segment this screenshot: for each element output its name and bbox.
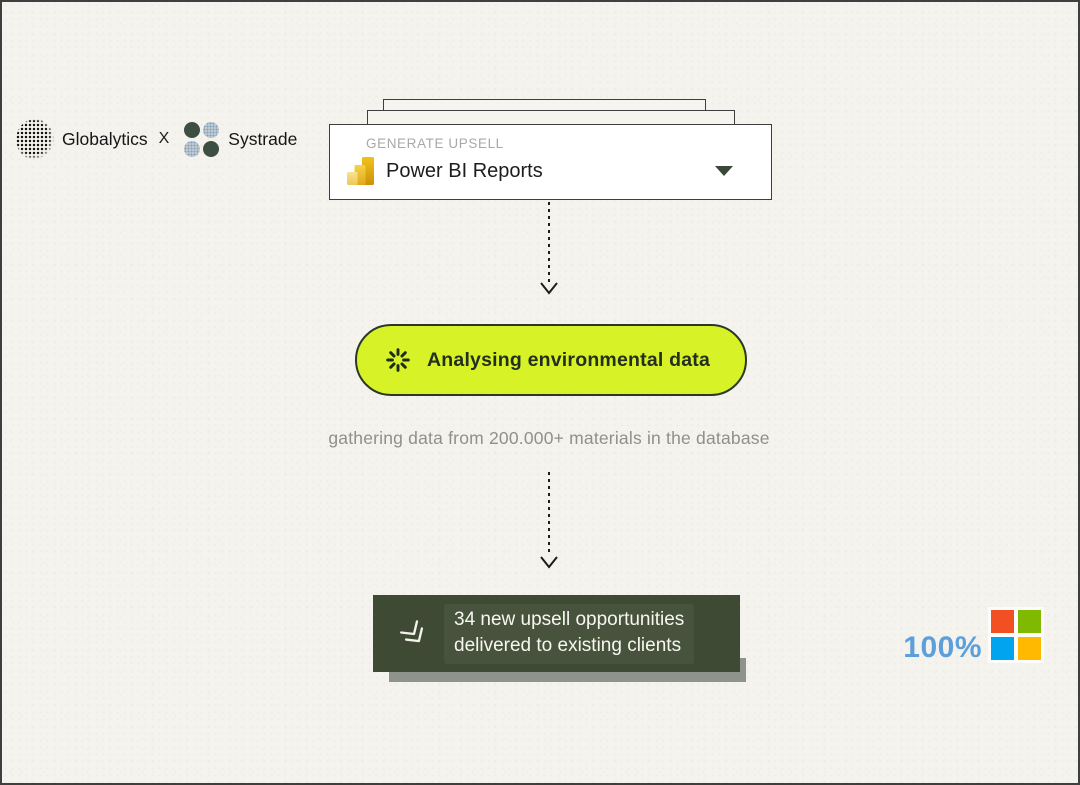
microsoft-square-green xyxy=(1018,610,1041,633)
dot-light-icon xyxy=(203,121,220,138)
flow-arrow-down-icon xyxy=(540,472,558,569)
result-message: 34 new upsell opportunities delivered to… xyxy=(444,603,695,664)
status-pill: Analysing environmental data xyxy=(355,324,747,396)
result-box: 34 new upsell opportunities delivered to… xyxy=(373,595,740,672)
dropdown-value-row[interactable]: Power BI Reports xyxy=(345,154,755,188)
spinner-icon xyxy=(386,348,410,372)
dot-dark-icon xyxy=(184,121,201,138)
brand-separator: X xyxy=(158,130,170,147)
brand-left-label: Globalytics xyxy=(62,128,148,149)
dot-dark-icon xyxy=(203,140,220,157)
microsoft-square-red xyxy=(991,610,1014,633)
double-check-icon xyxy=(400,619,424,642)
brand-header: Globalytics X Systrade xyxy=(16,116,297,162)
microsoft-square-blue xyxy=(991,637,1014,660)
dot-light-icon xyxy=(184,140,201,157)
dropdown-value: Power BI Reports xyxy=(386,159,543,182)
result-line-1: 34 new upsell opportunities xyxy=(454,608,685,630)
microsoft-square-yellow xyxy=(1018,637,1041,660)
caption-text: gathering data from 200.000+ materials i… xyxy=(328,428,770,448)
microsoft-logo-icon xyxy=(988,607,1044,663)
power-bi-icon xyxy=(347,157,374,185)
status-pill-label: Analysing environmental data xyxy=(427,348,710,371)
progress-percentage: 100% xyxy=(903,631,982,664)
systrade-dots-icon xyxy=(184,121,220,157)
dropdown-label: GENERATE UPSELL xyxy=(366,136,504,151)
chevron-down-icon[interactable] xyxy=(715,166,733,176)
flow-arrow-down-icon xyxy=(540,202,558,295)
brand-right-label: Systrade xyxy=(228,128,298,149)
result-line-2: delivered to existing clients xyxy=(454,634,682,656)
generate-upsell-dropdown[interactable]: GENERATE UPSELL Power BI xyxy=(329,124,772,200)
globalytics-globe-icon xyxy=(16,118,54,160)
